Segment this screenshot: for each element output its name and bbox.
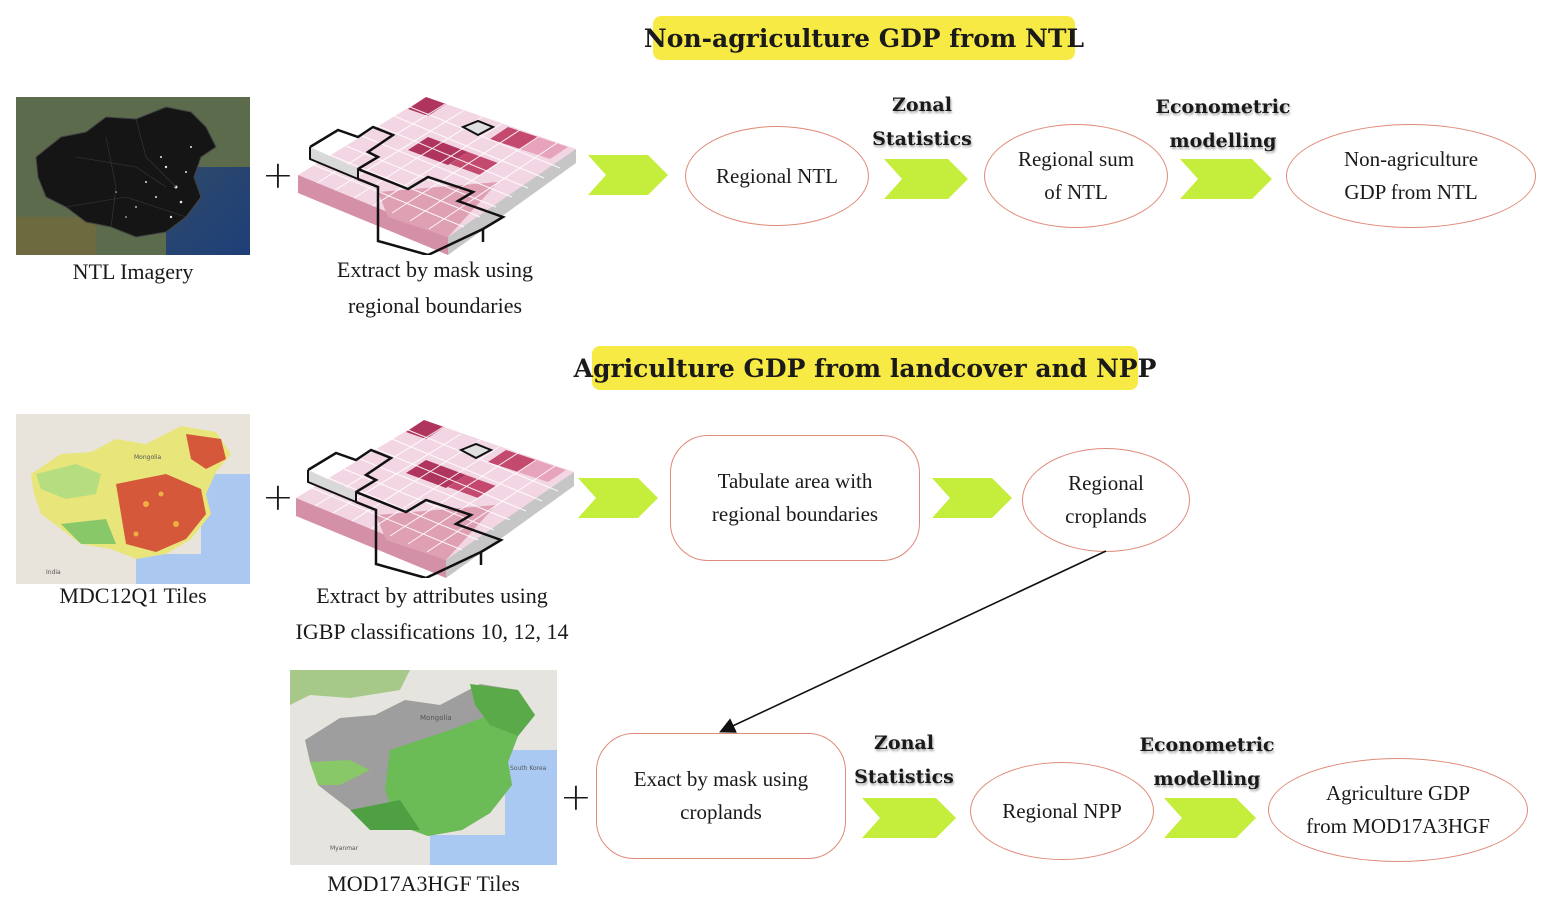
section1-title-text: Non-agriculture GDP from NTL [643, 23, 1085, 53]
ntl-imagery-caption: NTL Imagery [72, 259, 194, 284]
zonal2-line2: Statistics [854, 766, 954, 788]
svg-text:Mongolia: Mongolia [134, 454, 161, 461]
node-nonagri-line2: GDP from NTL [1344, 180, 1478, 204]
node-regional-sum-ntl: Regional sum of NTL [984, 124, 1168, 228]
node-regional-sum-line2: of NTL [1044, 180, 1108, 204]
node-agri-line1: Agriculture GDP [1325, 781, 1471, 805]
econometric2-line2: modelling [1153, 768, 1261, 790]
svg-text:South Korea: South Korea [510, 765, 547, 772]
node-exact-by-mask-croplands: Exact by mask using croplands [596, 733, 846, 859]
mask-caption-line1: Extract by mask using [336, 257, 534, 282]
mod17a3hgf-map: Mongolia South Korea Myanmar [290, 670, 557, 865]
section1-title: Non-agriculture GDP from NTL [644, 16, 1084, 60]
econometric-line2: modelling [1169, 130, 1277, 152]
node-regional-npp-label: Regional NPP [1002, 798, 1122, 823]
section2-title: Agriculture GDP from landcover and NPP [574, 346, 1156, 390]
econometric2-line1: Econometric [1139, 734, 1275, 756]
node-exact-line2: croplands [680, 800, 762, 824]
ntl-imagery-map [16, 97, 250, 255]
label-econometric-modelling-2: Econometric modelling [1134, 728, 1280, 796]
label-zonal-statistics-2: Zonal Statistics [854, 726, 954, 794]
chevron-arrow-icon [1180, 159, 1272, 199]
plus-icon: + [560, 775, 592, 819]
node-regional-sum-line1: Regional sum [1017, 147, 1135, 171]
mask-caption: Extract by mask using regional boundarie… [290, 252, 580, 324]
label-econometric-modelling-1: Econometric modelling [1150, 90, 1296, 158]
node-exact-line1: Exact by mask using [633, 767, 809, 791]
node-regional-ntl-label: Regional NTL [716, 163, 838, 188]
attributes-caption: Extract by attributes using IGBP classif… [262, 578, 602, 650]
node-nonagri-line1: Non-agriculture [1343, 147, 1479, 171]
chevron-arrow-icon [862, 798, 956, 838]
node-regional-npp: Regional NPP [970, 762, 1154, 860]
svg-text:Myanmar: Myanmar [330, 845, 359, 852]
plus-icon: + [262, 153, 294, 197]
econometric-line1: Econometric [1155, 96, 1291, 118]
attributes-grid-illustration [296, 420, 574, 580]
chevron-arrow-icon [932, 478, 1012, 518]
svg-text:India: India [46, 569, 61, 576]
svg-text:Mongolia: Mongolia [420, 714, 452, 722]
label-zonal-statistics-1: Zonal Statistics [872, 88, 972, 156]
node-tabulate-area: Tabulate area with regional boundaries [670, 435, 920, 561]
node-regional-ntl: Regional NTL [685, 126, 869, 226]
node-croplands-line2: croplands [1065, 504, 1147, 528]
attributes-caption-line1: Extract by attributes using [316, 583, 548, 608]
node-agriculture-gdp: Agriculture GDP from MOD17A3HGF [1268, 758, 1528, 862]
node-agri-line2: from MOD17A3HGF [1306, 814, 1490, 838]
connector-arrow [719, 550, 1107, 733]
attributes-caption-line2: IGBP classifications 10, 12, 14 [295, 619, 569, 644]
chevron-arrow-icon [1164, 798, 1256, 838]
node-regional-croplands: Regional croplands [1022, 448, 1190, 552]
mdc12q1-caption: MDC12Q1 Tiles [59, 583, 207, 608]
plus-icon: + [262, 475, 294, 519]
mask-caption-line2: regional boundaries [347, 293, 523, 318]
mod17a3hgf-caption: MOD17A3HGF Tiles [327, 871, 520, 896]
zonal-line1: Zonal [892, 94, 952, 116]
zonal2-line1: Zonal [874, 732, 934, 754]
chevron-arrow-icon [588, 155, 668, 195]
node-tabulate-line1: Tabulate area with [717, 469, 873, 493]
zonal-line2: Statistics [872, 128, 972, 150]
node-non-agriculture-gdp: Non-agriculture GDP from NTL [1286, 124, 1536, 228]
node-croplands-line1: Regional [1068, 471, 1144, 495]
mdc12q1-map: Mongolia India [16, 414, 250, 584]
section2-title-text: Agriculture GDP from landcover and NPP [573, 353, 1157, 383]
chevron-arrow-icon [578, 478, 658, 518]
node-tabulate-line2: regional boundaries [711, 502, 879, 526]
chevron-arrow-icon [884, 159, 968, 199]
mask-grid-illustration [298, 97, 576, 257]
